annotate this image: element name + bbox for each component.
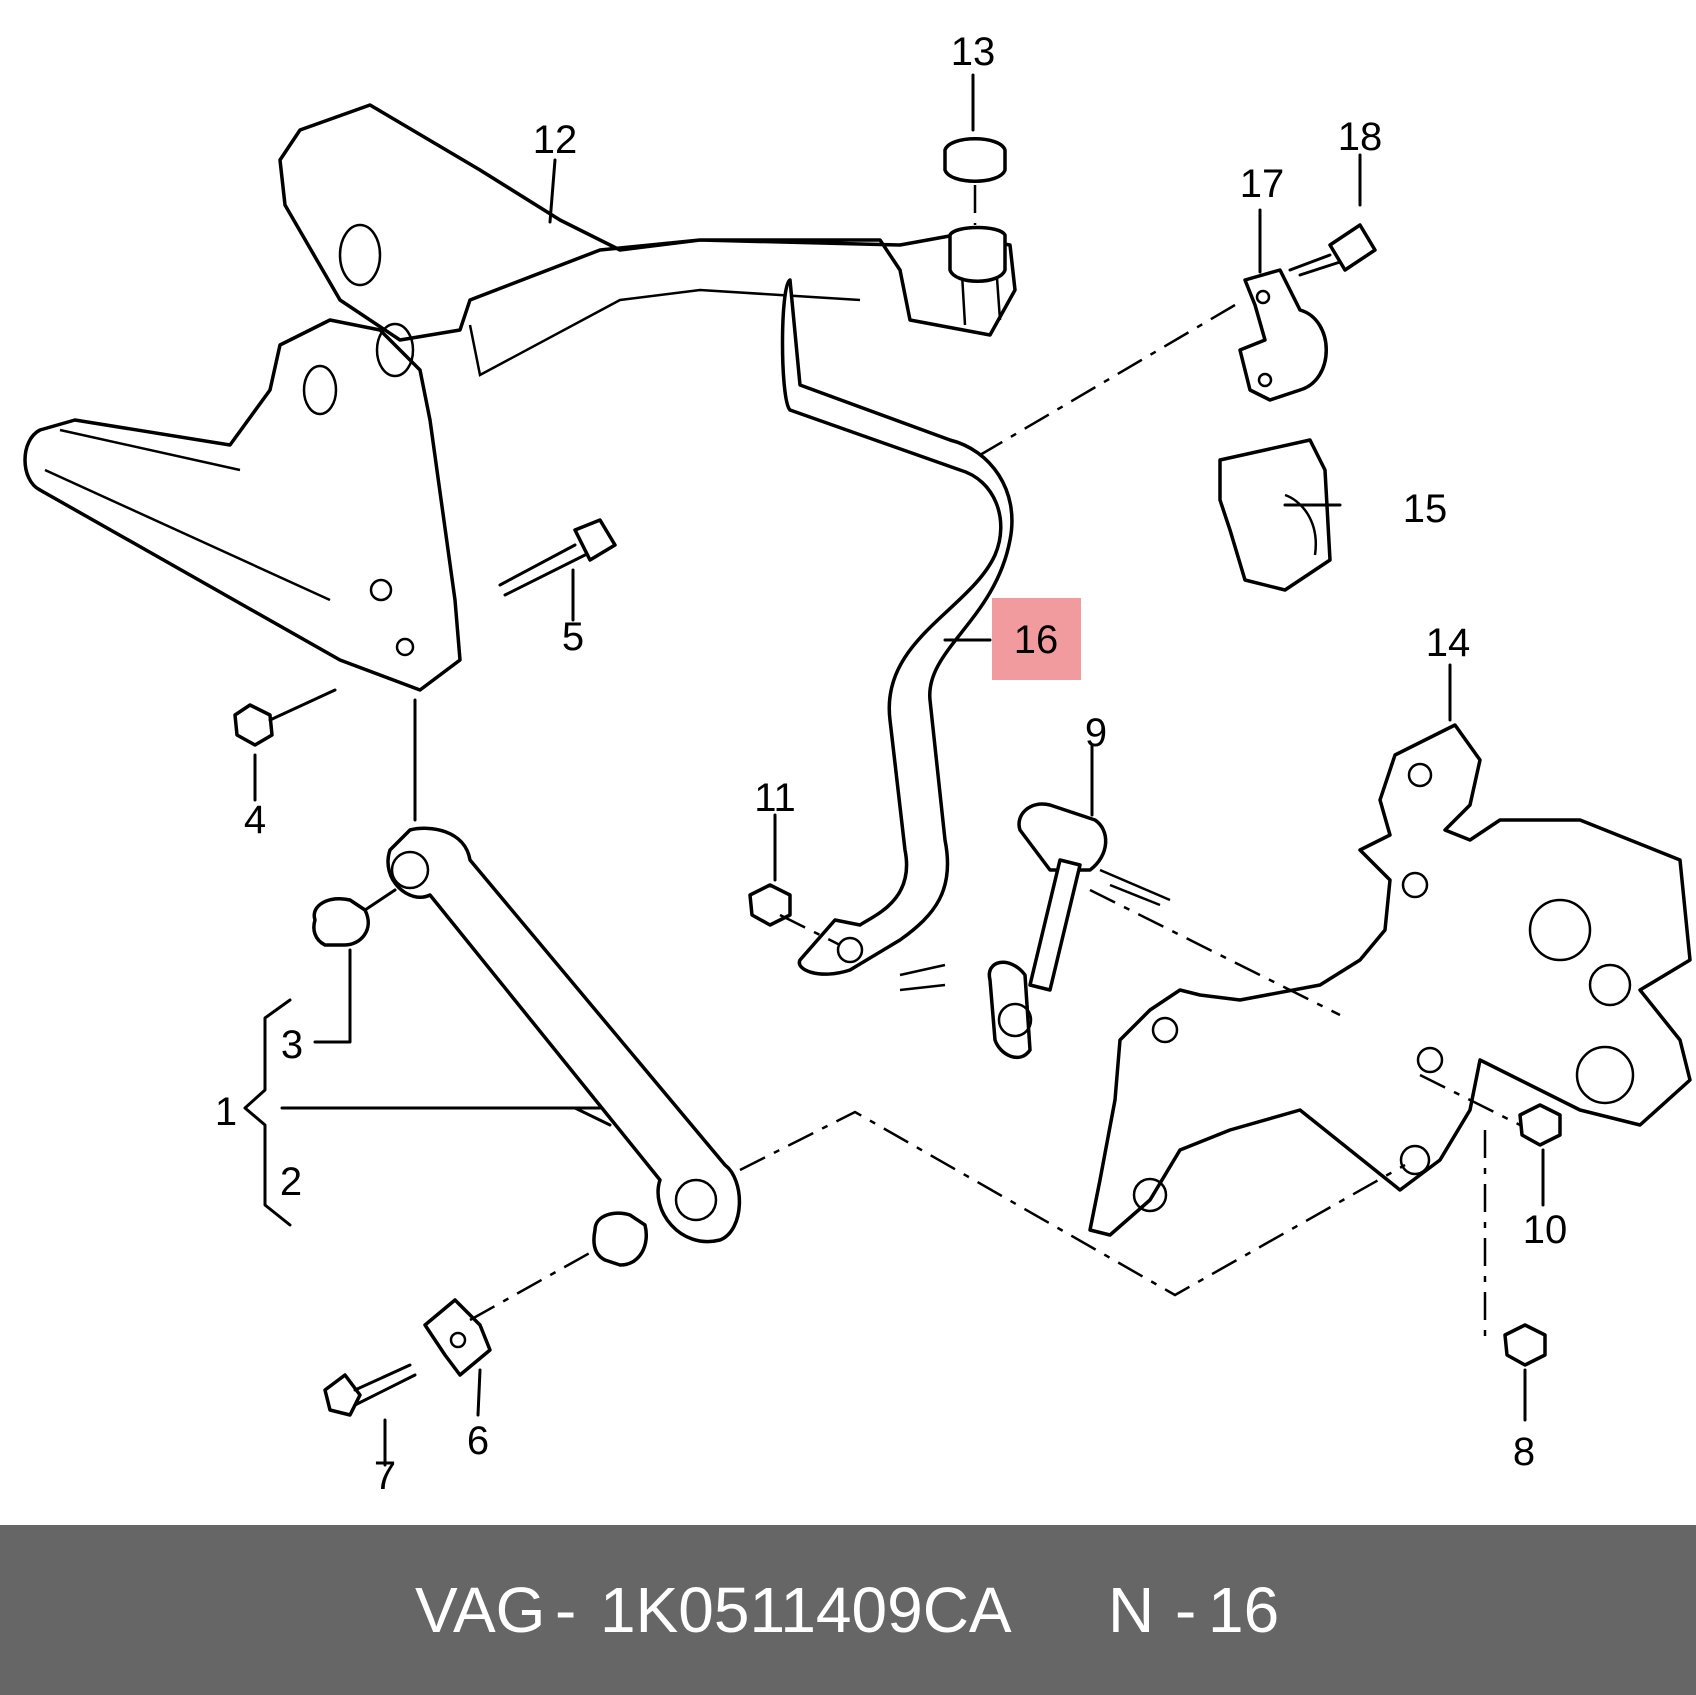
bolt-18-part [1288,223,1377,277]
callout-7: 7 [373,1454,397,1498]
callout-9: 9 [1084,711,1108,755]
footer-bar: VAG - 1K0511409CA N - 16 [0,1525,1696,1695]
footer-position-label: N [1108,1574,1155,1646]
callout-8: 8 [1512,1430,1536,1474]
callout-18: 18 [1337,115,1383,159]
wheel-bearing-housing-part [1088,723,1692,1237]
footer-part-number: 1K0511409CA [600,1574,1012,1646]
leader-lines [243,73,1545,1467]
diagram-drawing [23,73,1692,1467]
callout-14: 14 [1425,621,1471,665]
subframe-part [23,103,1017,692]
bolt-5-part [498,518,617,597]
stabilizer-bar-part [780,278,1014,976]
callout-13: 13 [950,30,996,74]
callout-11: 11 [754,776,796,820]
callout-4: 4 [243,798,267,842]
bolt-7-part [323,1363,417,1417]
footer-position-separator: - [1175,1574,1197,1646]
callout-3: 3 [280,1023,304,1067]
nut-10-part [1518,1103,1562,1147]
nut-11-part [748,883,792,927]
callout-17: 17 [1239,162,1285,206]
callout-6: 6 [466,1419,490,1463]
bush-13-part [943,137,1007,283]
footer-brand: VAG [415,1574,546,1646]
callout-15: 15 [1402,487,1448,531]
footer-position-number: 16 [1208,1574,1280,1646]
callout-12: 12 [532,118,578,162]
exploded-parts-diagram [23,73,1692,1467]
nut-4-part [233,688,337,747]
bush-3-part [312,888,397,947]
clamp-17-part [1238,268,1328,402]
callout-2: 2 [279,1160,303,1204]
coupling-rod-part [899,802,1171,1060]
eccentric-washer-6-part [423,1298,492,1377]
control-arm-part [386,826,742,1244]
highlight-box [992,598,1081,680]
callout-1: 1 [214,1090,238,1134]
callout-16: 16 [1013,618,1059,662]
callout-5: 5 [561,615,585,659]
callout-10: 10 [1522,1208,1568,1252]
footer-separator: - [555,1574,577,1646]
bush-15-part [1218,438,1332,592]
assembly-lines [469,185,1521,1340]
bush-2-part [592,1211,648,1267]
nut-8-part [1503,1323,1547,1367]
